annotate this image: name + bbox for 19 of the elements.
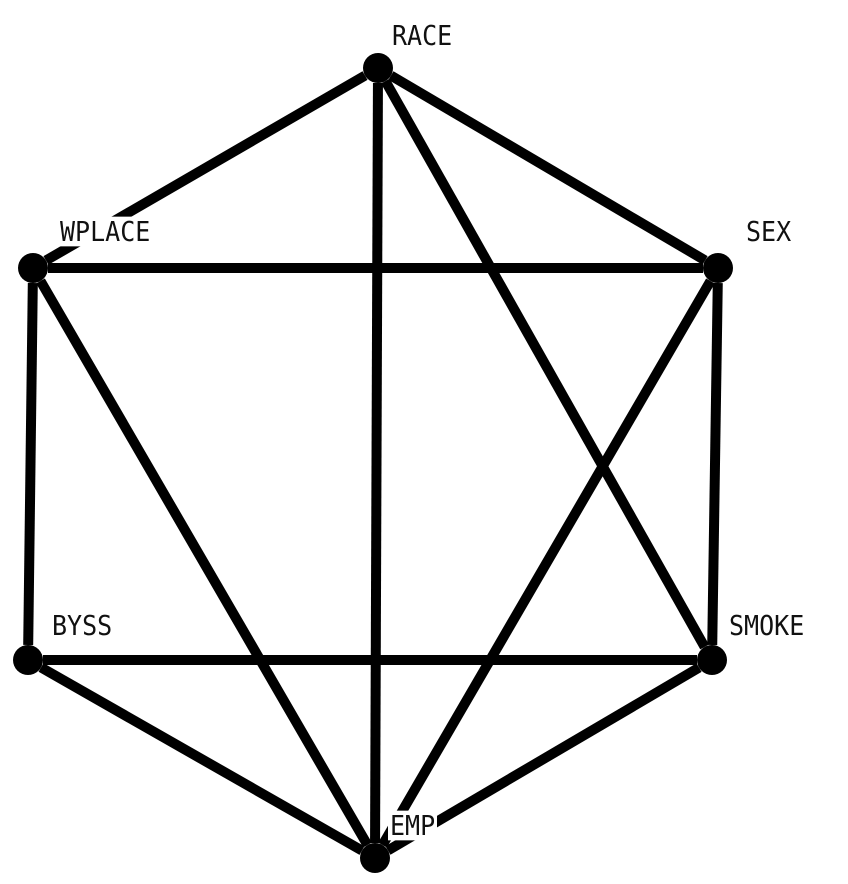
node-dot bbox=[360, 843, 390, 873]
connector-line bbox=[38, 663, 364, 855]
connector-line bbox=[23, 282, 38, 646]
connector-line bbox=[378, 278, 715, 848]
connector-line bbox=[43, 655, 697, 665]
connector-line bbox=[381, 78, 709, 650]
connector-line bbox=[388, 71, 708, 265]
node-dot bbox=[697, 645, 727, 675]
connector-line bbox=[36, 278, 372, 848]
node-dot bbox=[703, 253, 733, 283]
node-dot bbox=[18, 253, 48, 283]
node-dot bbox=[363, 53, 393, 83]
node-label: EMP bbox=[388, 810, 438, 840]
connector-line bbox=[48, 263, 703, 273]
connector-line bbox=[370, 82, 383, 844]
connector-line bbox=[43, 71, 368, 265]
connector-line bbox=[707, 282, 723, 646]
connector-line bbox=[385, 663, 702, 855]
node-dot bbox=[13, 645, 43, 675]
